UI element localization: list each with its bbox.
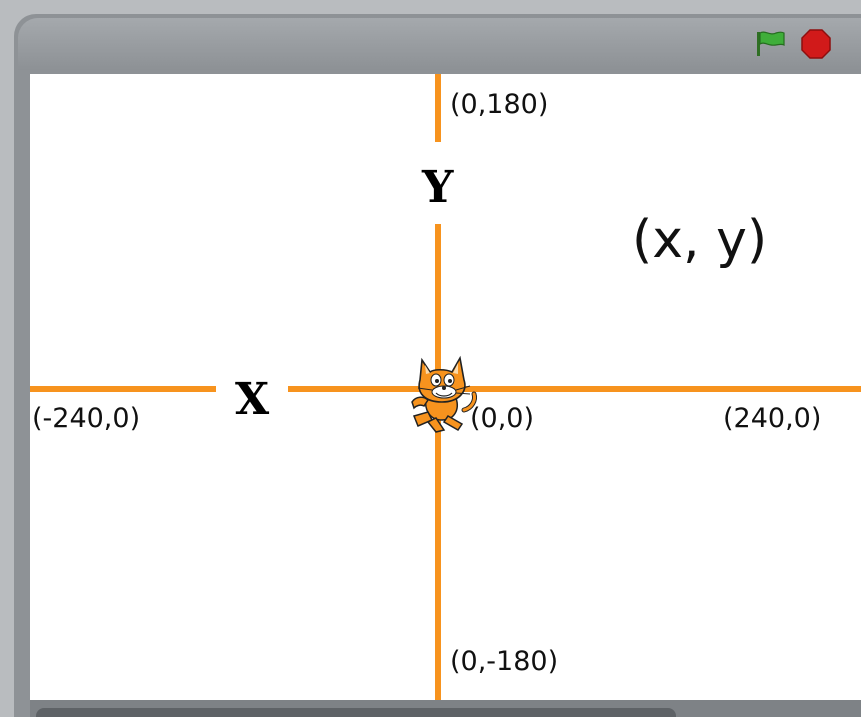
y-axis-mid [435,224,441,404]
stage-canvas[interactable]: Y X (0,180) (0,-180) (-240,0) (240,0) (0… [30,74,861,700]
cat-sprite[interactable] [406,350,480,434]
right-point-label: (240,0) [723,403,822,434]
origin-point-label: (0,0) [470,403,535,434]
bottom-point-label: (0,-180) [450,646,559,677]
stage-title-bar [18,18,861,70]
coordinate-pair-label: (x, y) [632,210,768,270]
y-axis-lower [435,392,441,700]
top-point-label: (0,180) [450,89,549,120]
green-flag-icon[interactable] [754,30,786,58]
x-axis-label: X [235,374,270,425]
y-axis-upper [435,74,441,142]
x-axis-left [30,386,216,392]
stop-sign-icon[interactable] [800,28,832,60]
x-axis-mid [288,386,438,392]
stage-bottom-slot [36,708,676,717]
x-axis-right [438,386,861,392]
y-axis-label: Y [422,162,454,213]
left-point-label: (-240,0) [32,403,141,434]
